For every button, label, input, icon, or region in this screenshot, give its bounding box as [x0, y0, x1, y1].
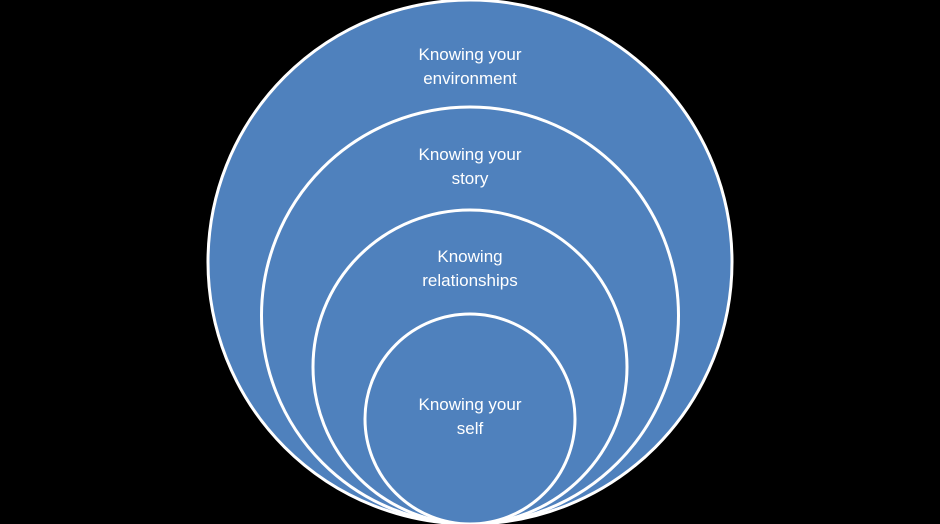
label-knowing-your-story: Knowing your story — [340, 143, 600, 191]
label-line: Knowing your — [418, 395, 522, 414]
label-knowing-relationships: Knowing relationships — [340, 245, 600, 293]
label-line: story — [451, 169, 489, 188]
label-line: self — [456, 419, 484, 438]
label-line: Knowing — [437, 247, 503, 266]
label-line: environment — [423, 69, 517, 88]
label-line: Knowing your — [418, 45, 522, 64]
label-line: Knowing your — [418, 145, 522, 164]
label-knowing-your-self: Knowing your self — [340, 393, 600, 441]
circle-self — [363, 312, 577, 524]
label-knowing-your-environment: Knowing your environment — [340, 43, 600, 91]
label-line: relationships — [422, 271, 518, 290]
